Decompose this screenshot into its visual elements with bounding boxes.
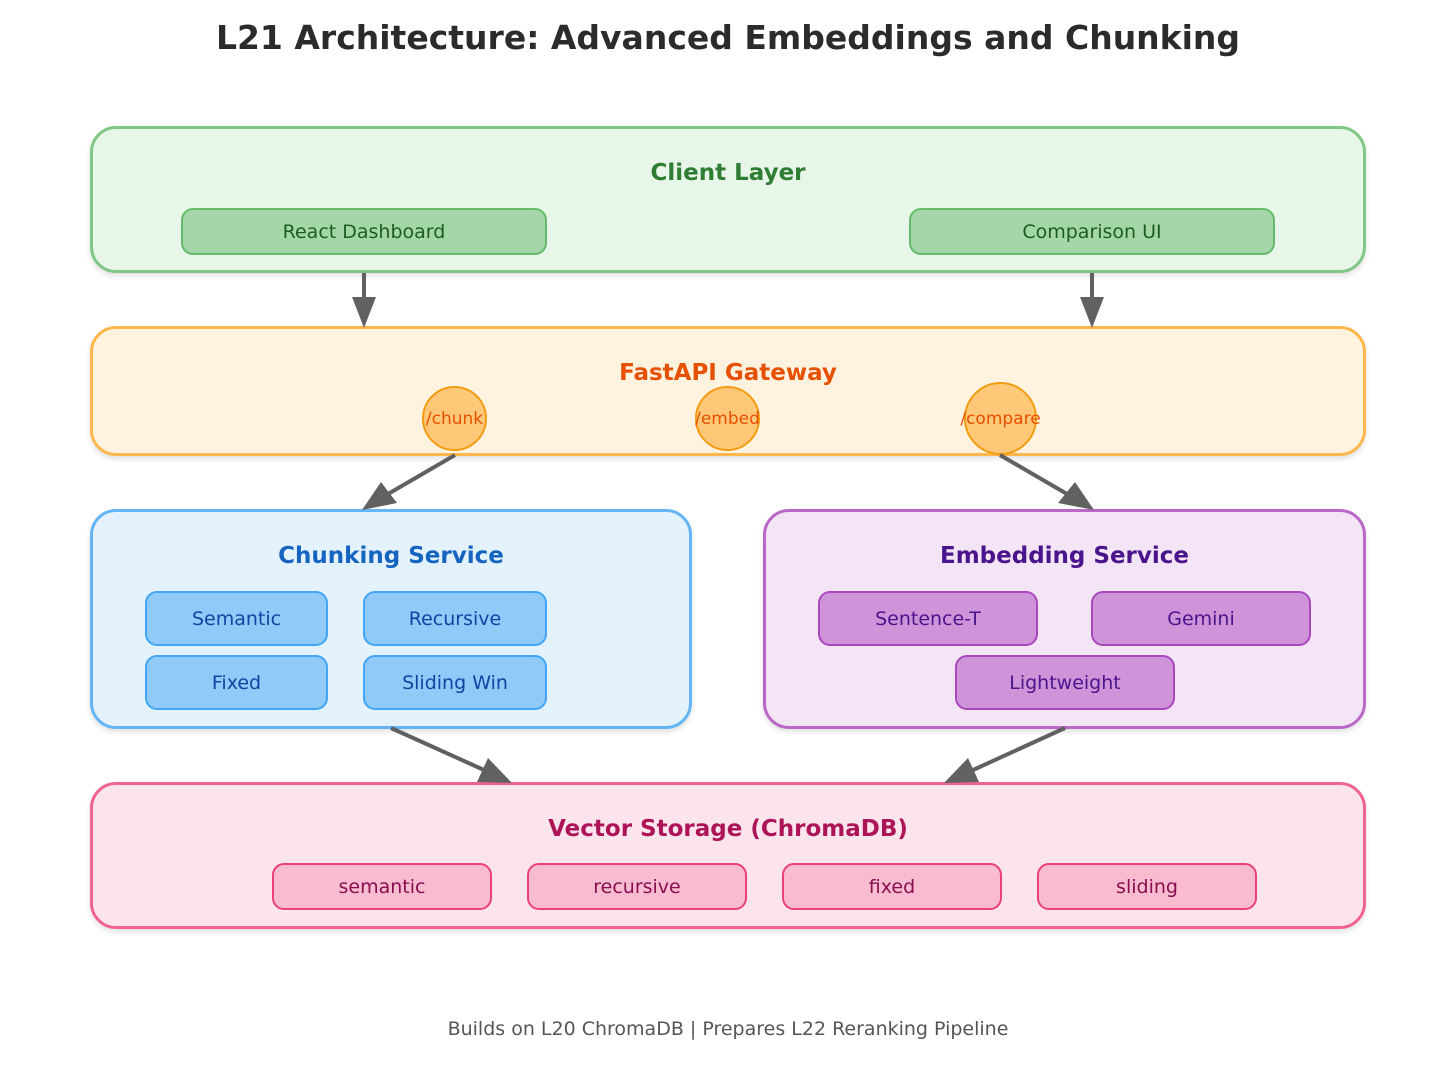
chunk-semantic-box: Semantic <box>145 591 328 646</box>
arrowhead-chunk-to-chunking <box>362 482 397 510</box>
endpoint-compare: /compare <box>960 382 1041 455</box>
arrow-chunk-to-chunking <box>386 453 457 496</box>
chunk-sliding-box: Sliding Win <box>363 655 547 710</box>
chunk-fixed-box: Fixed <box>145 655 328 710</box>
collection-semantic-box: semantic <box>272 863 492 910</box>
chunk-recursive-box: Recursive <box>363 591 547 646</box>
embed-lightweight-box: Lightweight <box>955 655 1175 710</box>
vector-storage-title: Vector Storage (ChromaDB) <box>548 816 908 842</box>
gateway-layer-title: FastAPI Gateway <box>619 360 837 386</box>
arrow-compare-to-embedding <box>998 453 1069 496</box>
react-dashboard-box: React Dashboard <box>181 208 547 255</box>
diagram-title: L21 Architecture: Advanced Embeddings an… <box>215 18 1241 57</box>
embed-gemini-box: Gemini <box>1091 591 1311 646</box>
collection-fixed-box: fixed <box>782 863 1002 910</box>
arrowhead-compare-to-embedding <box>1058 482 1094 510</box>
arrow-chunking-to-storage <box>390 726 485 772</box>
comparison-ui-box: Comparison UI <box>909 208 1275 255</box>
arrowhead-embedding-to-storage <box>944 758 979 783</box>
endpoint-chunk: /chunk <box>422 386 487 451</box>
footer-note: Builds on L20 ChromaDB | Prepares L22 Re… <box>447 1018 1009 1040</box>
arrowhead-comparison-to-gateway <box>1080 297 1104 328</box>
embed-sentence-t-box: Sentence-T <box>818 591 1038 646</box>
chunking-service-title: Chunking Service <box>278 543 504 569</box>
endpoint-embed: /embed <box>695 386 760 451</box>
arrow-embedding-to-storage <box>972 726 1066 772</box>
collection-recursive-box: recursive <box>527 863 747 910</box>
embedding-service-title: Embedding Service <box>939 543 1189 569</box>
collection-sliding-box: sliding <box>1037 863 1257 910</box>
arrowhead-chunking-to-storage <box>477 758 512 783</box>
arrowhead-dashboard-to-gateway <box>352 297 376 328</box>
client-layer-title: Client Layer <box>650 160 806 186</box>
